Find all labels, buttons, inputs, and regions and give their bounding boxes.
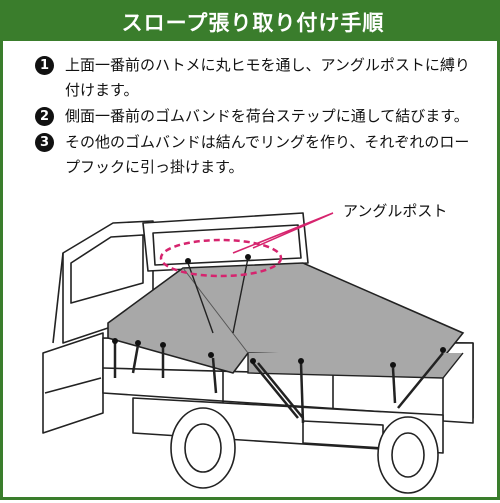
step-text: 上面一番前のハトメに丸ヒモを通し、アングルポストに縛り付けます。 xyxy=(65,56,470,99)
callout-pointer xyxy=(232,212,334,254)
wheel-group xyxy=(170,407,439,494)
rubber-bands xyxy=(113,343,444,424)
step-item: 3 その他のゴムバンドは結んでリングを作り、それぞれのロープフックに引っ掛けます… xyxy=(35,130,475,180)
step-text: その他のゴムバンドは結んでリングを作り、それぞれのロープフックに引っ掛けます。 xyxy=(65,133,470,176)
callout-label: アングルポスト xyxy=(343,202,448,220)
page-title: スロープ張り取り付け手順 xyxy=(121,11,385,35)
step-item: 2 側面一番前のゴムバンドを荷台ステップに通して結びます。 xyxy=(35,104,475,129)
angle-post-highlight xyxy=(159,238,283,278)
front-wheel xyxy=(170,407,236,489)
step-number-badge: 3 xyxy=(35,133,54,152)
grommets xyxy=(112,254,446,368)
title-banner: スロープ張り取り付け手順 xyxy=(3,3,500,41)
step-list: 1 上面一番前のハトメに丸ヒモを通し、アングルポストに縛り付けます。 2 側面一… xyxy=(35,53,475,181)
truck-illustration xyxy=(42,212,474,494)
step-item: 1 上面一番前のハトメに丸ヒモを通し、アングルポストに縛り付けます。 xyxy=(35,53,475,103)
step-text: 側面一番前のゴムバンドを荷台ステップに通して結びます。 xyxy=(65,107,469,125)
rear-wheel xyxy=(377,416,439,494)
step-number-badge: 2 xyxy=(35,107,54,126)
step-number-badge: 1 xyxy=(35,56,54,75)
